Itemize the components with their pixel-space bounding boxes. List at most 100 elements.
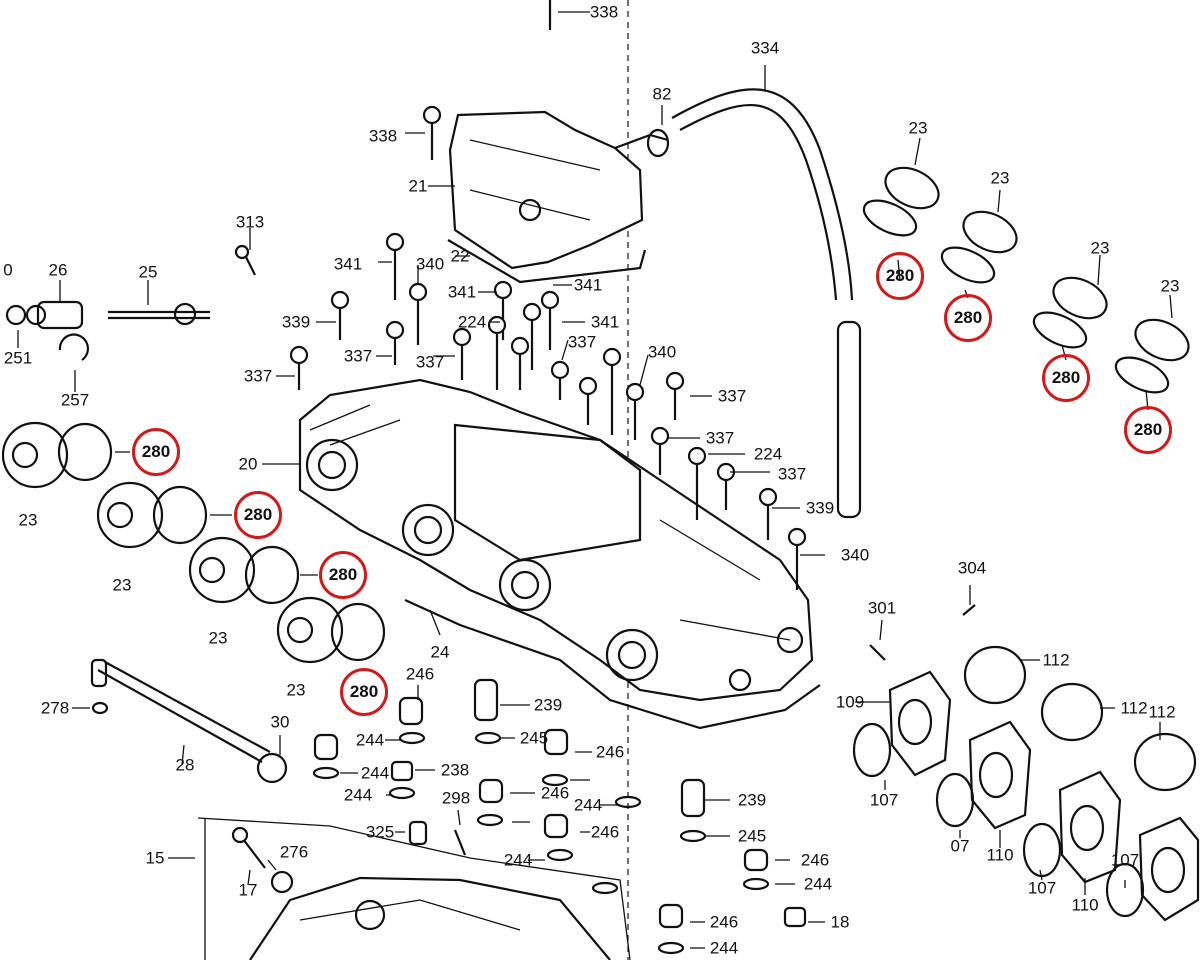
- part-label: 112: [1042, 650, 1070, 670]
- part-label: 341: [573, 275, 603, 295]
- part-label: 337: [567, 332, 597, 352]
- part-label: 239: [737, 790, 767, 810]
- rod: [90, 658, 288, 784]
- part-label: 24: [430, 642, 450, 662]
- part-label: 109: [835, 692, 865, 712]
- part-label: 341: [590, 312, 620, 332]
- part-label: 341: [447, 282, 477, 302]
- part-label: 334: [750, 38, 780, 58]
- part-label: 23: [18, 510, 38, 530]
- bolts: [234, 0, 976, 661]
- cylinder-head: [298, 378, 814, 702]
- part-label: 246: [590, 822, 620, 842]
- breather-hose: [671, 88, 862, 519]
- part-label: 107: [869, 790, 899, 810]
- left-small-parts: [5, 300, 210, 361]
- part-label: 224: [457, 312, 487, 332]
- cover-gasket: [447, 239, 647, 284]
- callout-280: 280: [319, 551, 367, 599]
- part-label: 110: [986, 845, 1014, 865]
- head-cover: [448, 110, 670, 270]
- leader-lines: [17, 11, 1173, 949]
- part-label: 251: [3, 348, 33, 368]
- right-caps: [862, 166, 1190, 394]
- part-label: 244: [503, 850, 533, 870]
- intake-parts: [852, 645, 1200, 922]
- part-label: 0: [3, 260, 13, 280]
- part-label: 338: [368, 126, 398, 146]
- callout-280: 280: [1042, 354, 1090, 402]
- part-label: 23: [990, 168, 1010, 188]
- part-label: 23: [208, 628, 228, 648]
- part-label: 15: [145, 848, 165, 868]
- part-label: 341: [333, 254, 363, 274]
- part-label: 337: [705, 428, 735, 448]
- head-gasket: [404, 598, 821, 730]
- part-label: 107: [1110, 850, 1140, 870]
- callout-280: 280: [944, 294, 992, 342]
- part-label: 30: [270, 712, 290, 732]
- part-label: 276: [279, 842, 309, 862]
- part-label: 301: [867, 598, 897, 618]
- part-label: 245: [519, 728, 549, 748]
- part-label: 20: [238, 454, 258, 474]
- part-label: 337: [777, 464, 807, 484]
- part-label: 244: [360, 763, 390, 783]
- part-label: 224: [753, 444, 783, 464]
- part-label: 339: [805, 498, 835, 518]
- part-label: 107: [1027, 878, 1057, 898]
- lower-head: [197, 817, 631, 960]
- part-label: 340: [647, 342, 677, 362]
- part-label: 340: [415, 254, 445, 274]
- part-label: 337: [717, 386, 747, 406]
- part-label: 337: [343, 346, 373, 366]
- part-label: 244: [343, 785, 373, 805]
- part-label: 246: [800, 850, 830, 870]
- part-label: 25: [138, 262, 158, 282]
- part-label: 298: [441, 788, 471, 808]
- callout-280: 280: [340, 668, 388, 716]
- part-label: 21: [408, 176, 428, 196]
- part-label: 244: [803, 874, 833, 894]
- part-label: 337: [243, 366, 273, 386]
- callout-280: 280: [1124, 406, 1172, 454]
- part-label: 304: [957, 558, 987, 578]
- part-label: 325: [365, 822, 395, 842]
- part-label: 244: [709, 938, 739, 958]
- part-label: 23: [286, 680, 306, 700]
- part-label: 313: [235, 212, 265, 232]
- part-label: 22: [450, 246, 470, 266]
- part-label: 07: [950, 836, 970, 856]
- part-label: 23: [1090, 238, 1110, 258]
- part-label: 112: [1120, 698, 1148, 718]
- part-label: 28: [175, 755, 195, 775]
- part-label: 110: [1071, 895, 1099, 915]
- part-label: 26: [48, 260, 68, 280]
- part-label: 246: [540, 783, 570, 803]
- part-label: 112: [1148, 702, 1176, 722]
- callout-280: 280: [234, 491, 282, 539]
- callout-280: 280: [132, 428, 180, 476]
- callout-280: 280: [876, 252, 924, 300]
- part-label: 338: [589, 2, 619, 22]
- nuts-washers: [231, 678, 807, 955]
- part-label: 23: [908, 118, 928, 138]
- part-label: 244: [355, 730, 385, 750]
- part-label: 82: [652, 84, 672, 104]
- part-label: 278: [40, 698, 70, 718]
- part-label: 337: [415, 352, 445, 372]
- part-label: 23: [112, 575, 132, 595]
- part-label: 246: [595, 742, 625, 762]
- left-caps: [1, 421, 386, 664]
- part-label: 340: [840, 545, 870, 565]
- part-label: 18: [830, 912, 850, 932]
- part-label: 239: [533, 695, 563, 715]
- part-label: 246: [405, 664, 435, 684]
- part-label: 244: [573, 795, 603, 815]
- part-label: 245: [737, 826, 767, 846]
- part-label: 257: [60, 390, 90, 410]
- part-label: 17: [238, 880, 258, 900]
- part-label: 339: [281, 312, 311, 332]
- part-label: 23: [1160, 276, 1180, 296]
